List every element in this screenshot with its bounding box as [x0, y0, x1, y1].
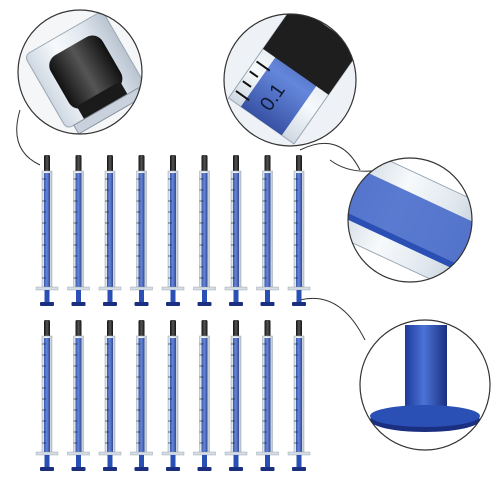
syringe [193, 320, 216, 471]
syringe [224, 320, 248, 471]
syringe [161, 155, 185, 306]
syringe [193, 155, 216, 306]
syringe [256, 320, 279, 471]
syringe [287, 320, 311, 471]
syringe [130, 155, 153, 306]
syringe [161, 320, 185, 471]
syringe [67, 320, 90, 471]
magnifier-needle-cap [17, 9, 143, 135]
syringe [98, 155, 122, 306]
syringe [67, 155, 90, 306]
leader-lines [16, 109, 381, 341]
syringe [256, 155, 279, 306]
syringe [130, 320, 153, 471]
syringe [35, 320, 59, 471]
syringe [224, 155, 248, 306]
magnifier-plunger-seal [347, 157, 473, 283]
syringe [98, 320, 122, 471]
magnifier-scale-marking: 0.1 [223, 13, 357, 147]
syringe [287, 155, 311, 306]
magnifier-plunger-flange [359, 319, 491, 451]
syringe-grid [35, 155, 311, 471]
syringe [35, 155, 59, 306]
